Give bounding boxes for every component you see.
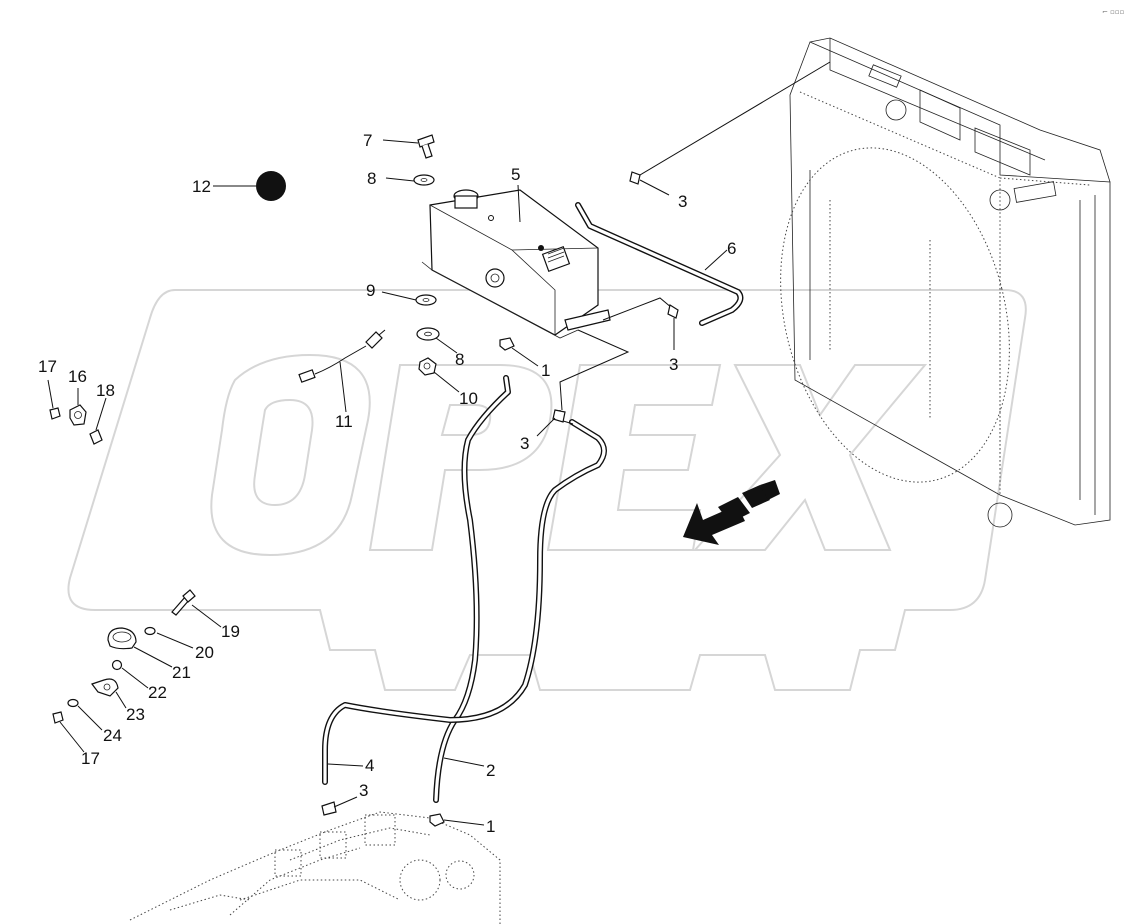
watermark-letter-e	[546, 364, 722, 551]
callout-23: 23	[126, 705, 145, 724]
callout-16: 16	[68, 367, 87, 386]
expansion-tank	[421, 189, 611, 339]
callout-2: 2	[486, 761, 495, 780]
watermark-letter-o	[210, 353, 371, 557]
callout-8: 8	[367, 169, 376, 188]
hose-4	[322, 419, 607, 785]
direction-arrow	[683, 480, 780, 545]
callout-21: 21	[172, 663, 191, 682]
callout-11: 11	[335, 412, 353, 431]
callout-8: 8	[455, 350, 464, 369]
callout-20: 20	[195, 643, 214, 662]
callout-17: 17	[81, 749, 100, 768]
corner-mark: ⌐ ▫▫▫	[1102, 8, 1124, 16]
callout-3: 3	[520, 434, 529, 453]
callout-18: 18	[96, 381, 115, 400]
callout-3: 3	[669, 355, 678, 374]
opex-watermark	[67, 289, 1027, 691]
vent-tube	[575, 202, 744, 326]
watermark-gear-outline	[67, 289, 1027, 691]
callout-12: 12	[192, 177, 211, 196]
callout-24: 24	[103, 726, 122, 745]
callout-19: 19	[221, 622, 240, 641]
callout-3: 3	[359, 781, 368, 800]
small-parts	[49, 134, 679, 827]
callout-17: 17	[38, 357, 57, 376]
callout-22: 22	[148, 683, 167, 702]
callout-labels: 7 8 5 12 3 6 9 3 17 16 18 8 1 10 11 3 19…	[38, 131, 736, 836]
leader-lines	[47, 139, 728, 826]
callout-5: 5	[511, 165, 520, 184]
hose-2	[433, 375, 511, 803]
callout-10: 10	[459, 389, 478, 408]
callout-7: 7	[363, 131, 372, 150]
engine-block	[129, 811, 501, 924]
callout-4: 4	[365, 756, 374, 775]
callout-3: 3	[678, 192, 687, 211]
guide-lines	[559, 61, 831, 425]
radiator-assembly	[780, 37, 1111, 528]
callout-6: 6	[727, 239, 736, 258]
callout-9: 9	[366, 281, 375, 300]
callout-1: 1	[486, 817, 495, 836]
callout-1: 1	[541, 361, 550, 380]
